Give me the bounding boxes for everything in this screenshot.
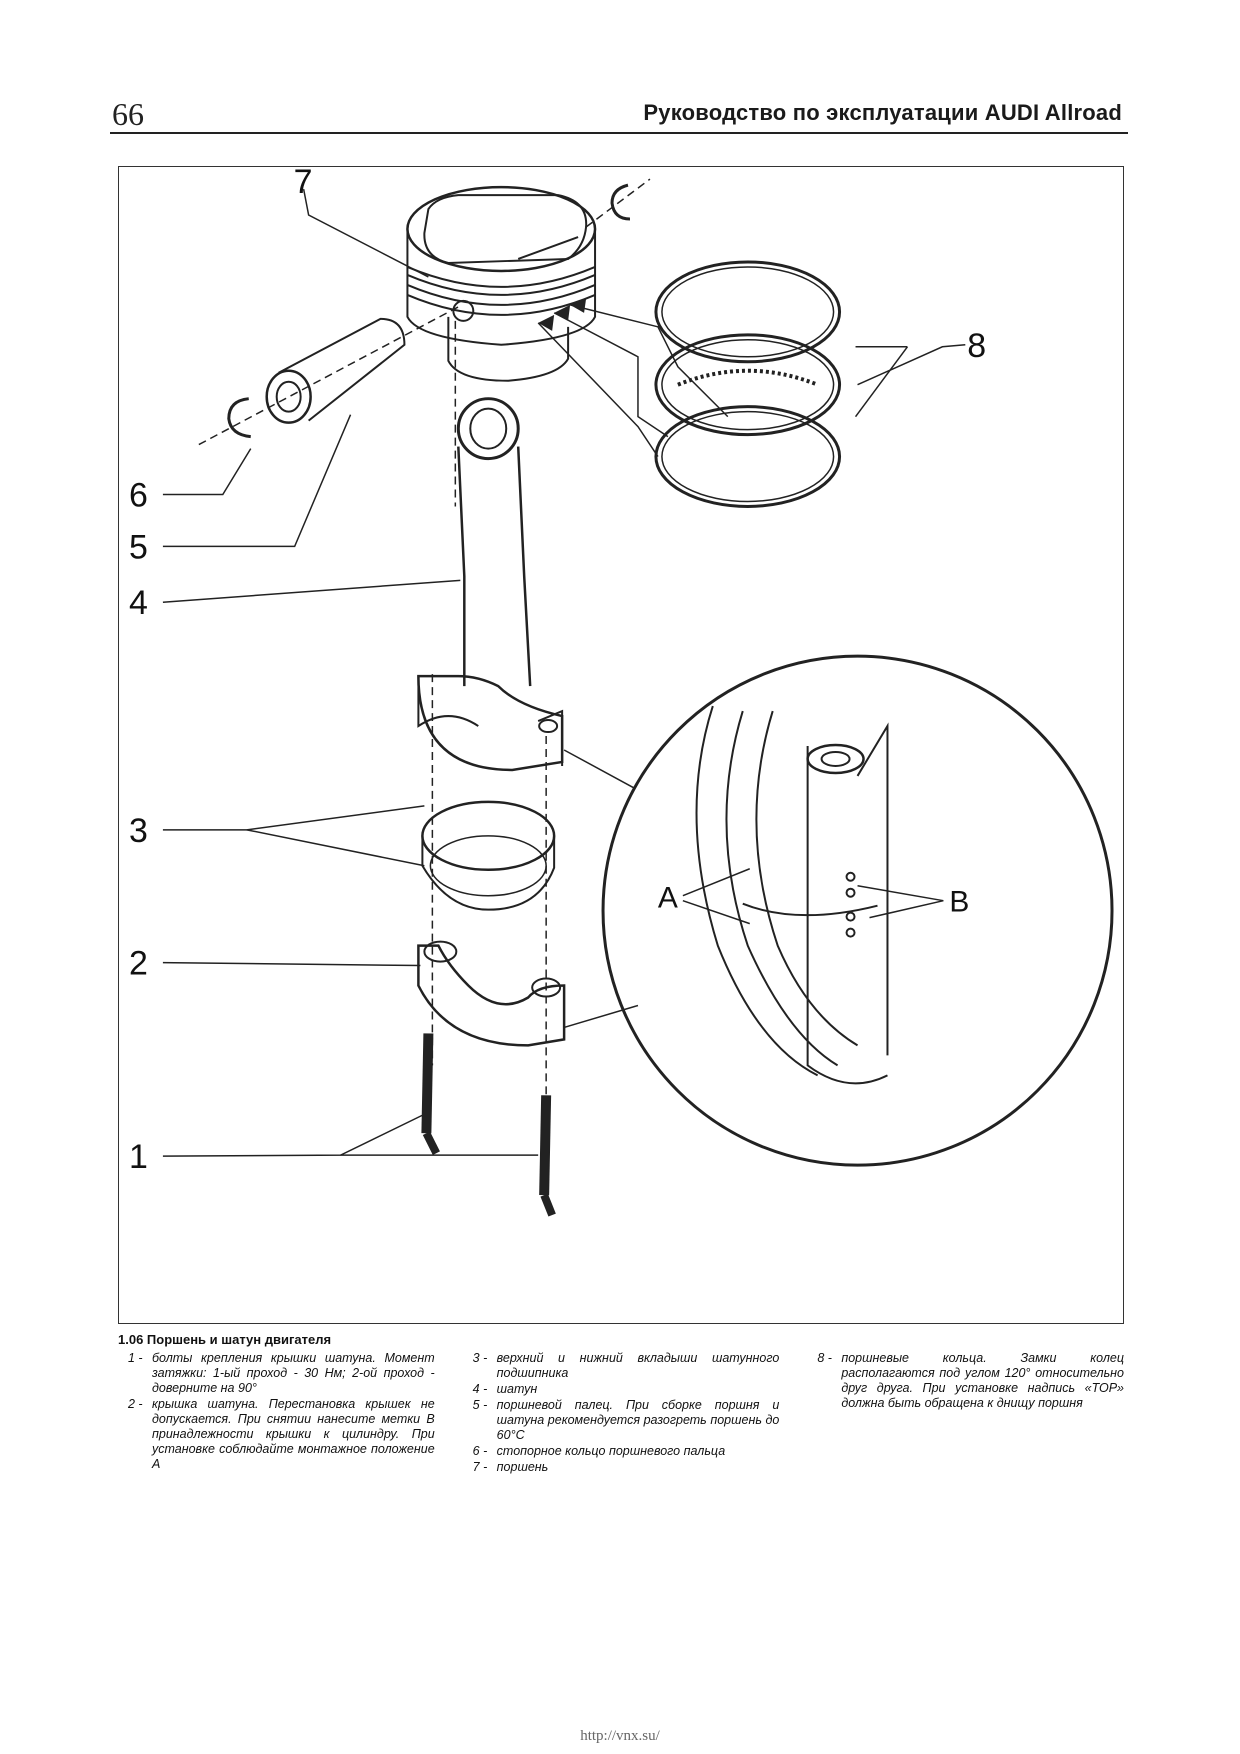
legend-number: 4 - [472,1382,488,1396]
piston-rings-illustration [654,260,842,508]
legend-item: 8 - поршневые кольца. Замки колец распол… [807,1351,1124,1411]
page-number: 66 [112,96,144,132]
callout-6: 6 [129,476,148,514]
legend-item: 6 - стопорное кольцо поршневого пальца [463,1444,780,1459]
legend-number: 1 - [128,1351,143,1365]
legend-item: 1 - болты крепления крышки шатуна. Момен… [118,1351,435,1396]
figure-caption: 1.06 Поршень и шатун двигателя 1 - болты… [118,1332,1124,1476]
legend-item: 4 - шатун [463,1382,780,1397]
legend-column-3: 8 - поршневые кольца. Замки колец распол… [807,1351,1124,1476]
legend-number: 2 - [128,1397,143,1411]
legend-item: 7 - поршень [463,1460,780,1475]
legend-number: 8 - [817,1351,832,1365]
connecting-rod-illustration [417,397,564,772]
legend-text: поршневые кольца. Замки колец располагаю… [841,1351,1125,1410]
legend-text: крышка шатуна. Перестановка крышек не до… [152,1397,435,1471]
page-header-title: Руководство по эксплуатации AUDI Allroad [643,100,1122,125]
piston-connecting-rod-diagram: 7 8 6 5 4 3 2 1 A B [129,167,1114,1217]
callout-8: 8 [967,327,986,365]
header-rule [110,132,1128,134]
detail-marker-a: A [658,882,678,915]
legend-text: верхний и нижний вкладыши шатунного подш… [496,1351,780,1380]
detail-magnified-view [601,654,1114,1167]
exploded-diagram-frame: 7 8 6 5 4 3 2 1 A B [118,166,1124,1324]
callout-2: 2 [129,945,148,983]
callout-4: 4 [129,584,148,622]
footer-url: http://vnx.su/ [580,1728,660,1744]
callout-3: 3 [129,812,148,850]
piston-illustration [406,185,597,382]
callout-5: 5 [129,528,148,566]
rod-cap-bolts-illustration [421,1033,556,1217]
piston-pin-illustration [265,317,406,424]
caption-title: 1.06 Поршень и шатун двигателя [118,1332,332,1347]
legend-item: 5 - поршневой палец. При сборке поршня и… [463,1398,780,1443]
circlip-left [227,397,251,439]
legend-item: 2 - крышка шатуна. Перестановка крышек н… [118,1397,435,1472]
legend-text: поршневой палец. При сборке поршня и шат… [496,1398,780,1442]
legend-column-1: 1 - болты крепления крышки шатуна. Момен… [118,1351,435,1476]
legend-text: поршень [496,1460,549,1474]
rod-cap-illustration [417,940,566,1047]
legend-number: 5 - [472,1398,488,1412]
bearing-shells-illustration [421,800,556,911]
legend-number: 3 - [472,1351,488,1365]
legend-number: 7 - [472,1460,488,1474]
detail-marker-b: B [949,886,969,919]
legend-text: стопорное кольцо поршневого пальца [496,1444,726,1458]
legend-number: 6 - [472,1444,488,1458]
legend-column-2: 3 - верхний и нижний вкладыши шатунного … [463,1351,780,1476]
legend-item: 3 - верхний и нижний вкладыши шатунного … [463,1351,780,1381]
legend-text: шатун [496,1382,538,1396]
legend-columns: 1 - болты крепления крышки шатуна. Момен… [118,1351,1124,1476]
callout-7: 7 [294,167,313,201]
legend-text: болты крепления крышки шатуна. Момент за… [152,1351,435,1395]
circlip-top [610,183,631,221]
callout-1: 1 [129,1138,148,1176]
